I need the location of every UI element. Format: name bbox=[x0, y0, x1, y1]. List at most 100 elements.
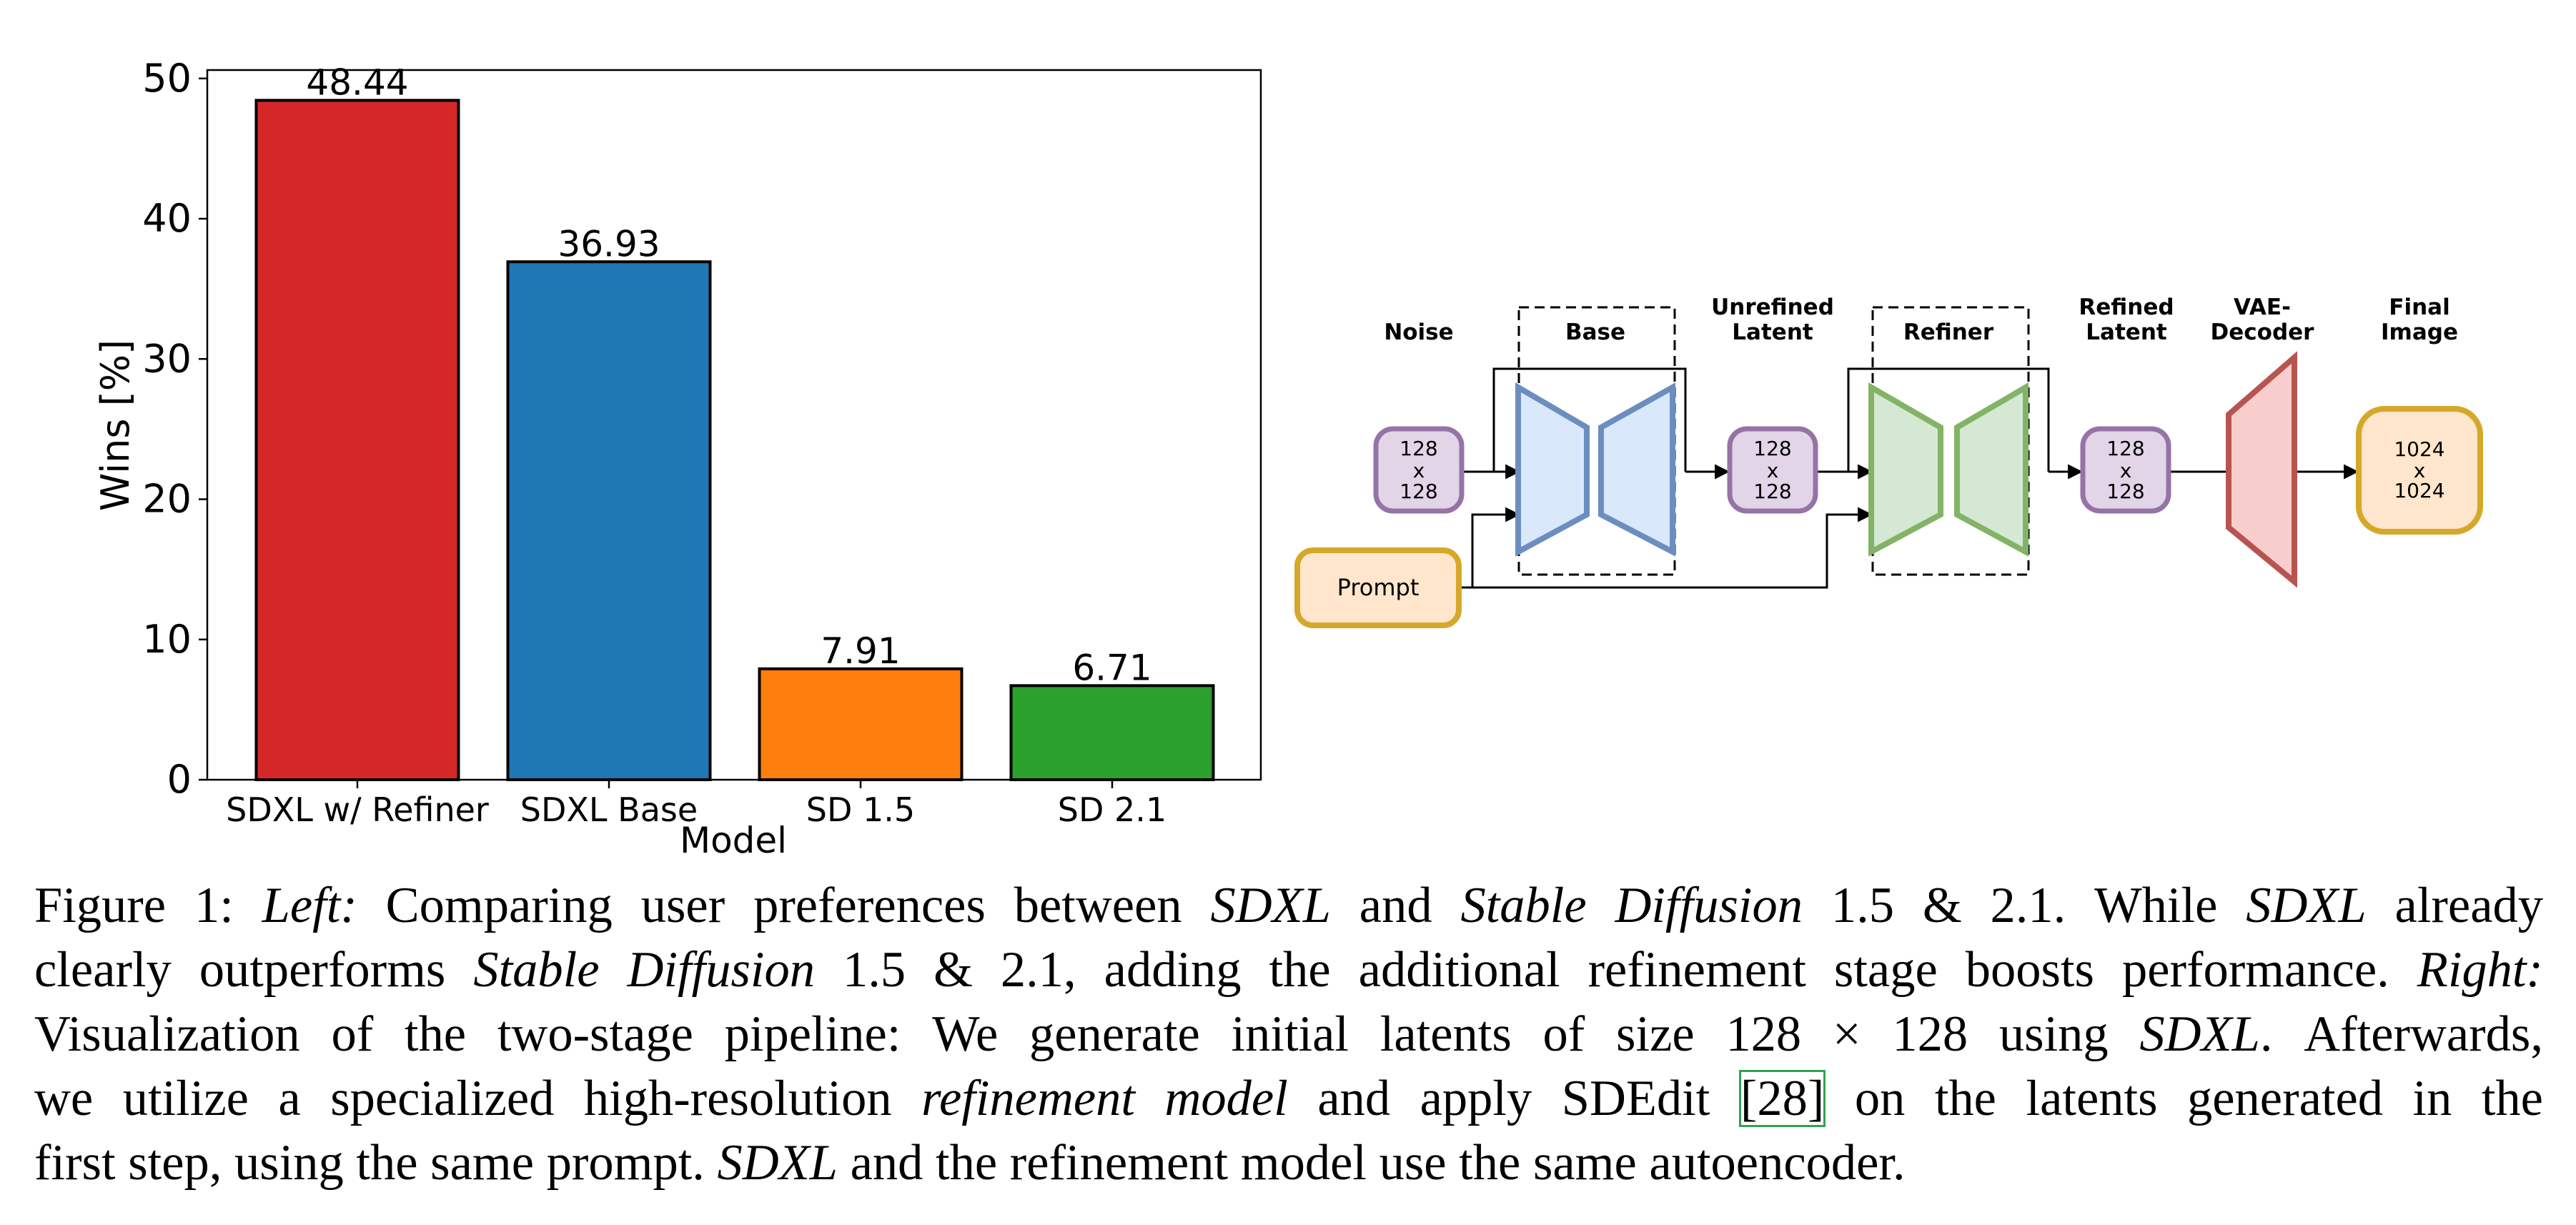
caption-line-1: Figure 1: Left: Comparing user preferences bet… bbox=[34, 873, 2543, 938]
caption-word: and bbox=[1317, 1071, 1391, 1126]
caption-word: Diffusion bbox=[1615, 878, 1803, 933]
caption-word: [28] bbox=[1738, 1066, 1826, 1131]
caption-word: using bbox=[1998, 1006, 2109, 1062]
caption-word: the bbox=[1269, 942, 1331, 998]
refined-latent-box: 128 x 128 bbox=[2080, 426, 2171, 514]
final-image-box: 1024 x 1024 bbox=[2356, 406, 2483, 535]
label-vae-2: Decoder bbox=[2211, 319, 2315, 345]
refiner-encoder bbox=[1868, 382, 1943, 557]
label-final-2: Image bbox=[2381, 319, 2458, 345]
base-skip-line bbox=[1492, 367, 1687, 472]
unrefined-latent-box: 128 x 128 bbox=[1727, 426, 1818, 514]
caption-word: preferences bbox=[753, 878, 986, 933]
refined-latent-text-3: 128 bbox=[2106, 480, 2144, 503]
caption-word: initial bbox=[1231, 1006, 1349, 1062]
final-image-text-2: x bbox=[2414, 459, 2426, 482]
caption-word: latents bbox=[2026, 1071, 2158, 1126]
label-noise: Noise bbox=[1384, 319, 1453, 345]
unrefined-latent-text-1: 128 bbox=[1753, 437, 1791, 460]
caption-word: refinement bbox=[921, 1071, 1136, 1126]
prompt-box: Prompt bbox=[1294, 547, 1462, 628]
caption-word: additional bbox=[1358, 942, 1560, 998]
unrefined-latent-text-3: 128 bbox=[1753, 480, 1791, 503]
caption-word: specialized bbox=[330, 1071, 555, 1126]
pipeline-diagram: Noise Base Unrefined Latent Refiner Refi… bbox=[1294, 294, 2483, 628]
x-tick-label-2: SD 1.5 bbox=[806, 790, 915, 829]
base-decoder bbox=[1598, 382, 1675, 557]
figure-caption: Figure 1: Left: Comparing user preferences bet… bbox=[34, 873, 2543, 1195]
caption-word: 1: bbox=[194, 878, 234, 933]
caption-word: Visualization bbox=[34, 1006, 300, 1062]
refiner-skip-line bbox=[1847, 367, 2050, 472]
caption-word: the bbox=[404, 1006, 467, 1062]
citation-link[interactable]: [28] bbox=[1738, 1070, 1826, 1127]
caption-word: latents bbox=[1379, 1006, 1512, 1062]
caption-word: SDXL bbox=[1210, 878, 1331, 933]
caption-word: clearly bbox=[34, 942, 172, 998]
noise-latent-box: 128 x 128 bbox=[1373, 426, 1465, 514]
caption-word: Figure bbox=[34, 878, 167, 933]
bars bbox=[254, 99, 1215, 782]
caption-word: 128 bbox=[1892, 1006, 1968, 1062]
caption-word: adding bbox=[1104, 942, 1242, 998]
x-tick-label-3: SD 2.1 bbox=[1058, 790, 1166, 829]
plot-frame bbox=[206, 69, 1262, 781]
y-tick-label-1: 10 bbox=[142, 617, 192, 662]
caption-word: Stable bbox=[473, 942, 600, 998]
caption-word: performance. bbox=[2121, 942, 2389, 998]
caption-run-0: first step, using the same prompt. bbox=[34, 1135, 718, 1191]
caption-word: a bbox=[278, 1071, 301, 1126]
caption-word: SDXL. bbox=[2139, 1006, 2273, 1062]
bar-3 bbox=[1009, 684, 1215, 782]
refined-latent-text-1: 128 bbox=[2106, 437, 2144, 460]
bar-value-label-0: 48.44 bbox=[306, 61, 408, 103]
caption-word: user bbox=[640, 878, 725, 933]
label-base: Base bbox=[1565, 319, 1625, 345]
refined-latent-text-2: x bbox=[2120, 459, 2132, 482]
label-refiner: Refiner bbox=[1903, 319, 1994, 345]
caption-word: of bbox=[1542, 1006, 1585, 1062]
caption-run-2: and the refinement model use the same au… bbox=[837, 1135, 1906, 1191]
y-axis-label: Wins [%] bbox=[93, 339, 138, 511]
label-unrefined-1: Unrefined bbox=[1711, 294, 1834, 320]
caption-word: and bbox=[1359, 878, 1432, 933]
caption-word: the bbox=[2481, 1071, 2543, 1126]
refiner-unet bbox=[1868, 382, 2028, 557]
caption-word: two-stage bbox=[497, 1006, 693, 1062]
caption-word: boosts bbox=[1965, 942, 2094, 998]
noise-latent-text-1: 128 bbox=[1400, 437, 1437, 460]
caption-run-1: SDXL bbox=[717, 1135, 838, 1191]
caption-word: Left: bbox=[262, 878, 357, 933]
caption-word: between bbox=[1014, 878, 1182, 933]
stage-labels: Noise Base Unrefined Latent Refiner Refi… bbox=[1384, 294, 2458, 345]
caption-word: apply bbox=[1420, 1071, 1532, 1126]
refiner-decoder bbox=[1954, 382, 2028, 557]
label-unrefined-2: Latent bbox=[1732, 319, 1813, 345]
unrefined-latent-text-2: x bbox=[1767, 459, 1779, 482]
caption-word: We bbox=[932, 1006, 999, 1062]
x-axis-label: Model bbox=[680, 820, 787, 858]
caption-word: & bbox=[1922, 878, 1962, 933]
caption-word: Comparing bbox=[385, 878, 613, 933]
label-refined-1: Refined bbox=[2079, 294, 2174, 320]
y-tick-label-3: 30 bbox=[142, 336, 192, 381]
bar-value-label-3: 6.71 bbox=[1072, 647, 1151, 688]
prompt-to-refiner-line bbox=[1460, 507, 1873, 589]
caption-word: 2.1, bbox=[1000, 942, 1076, 998]
label-final-1: Final bbox=[2389, 294, 2449, 320]
x-tick-label-0: SDXL w/ Refiner bbox=[226, 790, 489, 829]
caption-word: 1.5 bbox=[1831, 878, 1894, 933]
caption-word: utilize bbox=[122, 1071, 249, 1126]
base-encoder bbox=[1515, 382, 1590, 557]
caption-word: 128 bbox=[1725, 1006, 1802, 1062]
bar-0 bbox=[254, 99, 460, 782]
caption-word: & bbox=[933, 942, 973, 998]
label-vae-1: VAE- bbox=[2234, 294, 2291, 320]
caption-word: While bbox=[2094, 878, 2218, 933]
prompt-text: Prompt bbox=[1337, 574, 1420, 601]
caption-word: Diffusion bbox=[627, 942, 815, 998]
